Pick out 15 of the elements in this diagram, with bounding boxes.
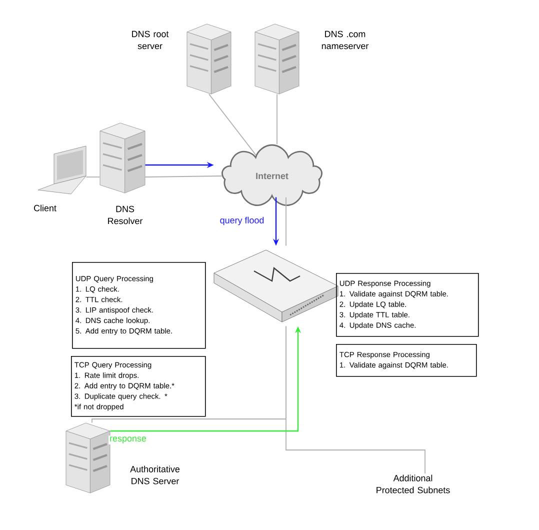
connector-line bbox=[144, 176, 222, 178]
device-label: Client bbox=[34, 204, 56, 212]
network-label: Additional Protected Subnets bbox=[376, 474, 450, 494]
device-label: DNS .com nameserver bbox=[322, 30, 369, 50]
connector-line bbox=[208, 94, 256, 156]
connector-line bbox=[286, 326, 426, 474]
cloud: Internet bbox=[222, 144, 322, 206]
device-label: Authoritative DNS Server bbox=[130, 466, 180, 484]
edge-label: response bbox=[108, 436, 148, 444]
connector-line bbox=[276, 94, 278, 145]
device-label: DNS Resolver bbox=[108, 206, 143, 224]
device-label: DNS root server bbox=[132, 30, 169, 50]
appliance-drawing bbox=[214, 250, 338, 322]
connector-line bbox=[86, 176, 100, 178]
edge-label: query flood bbox=[218, 216, 266, 226]
